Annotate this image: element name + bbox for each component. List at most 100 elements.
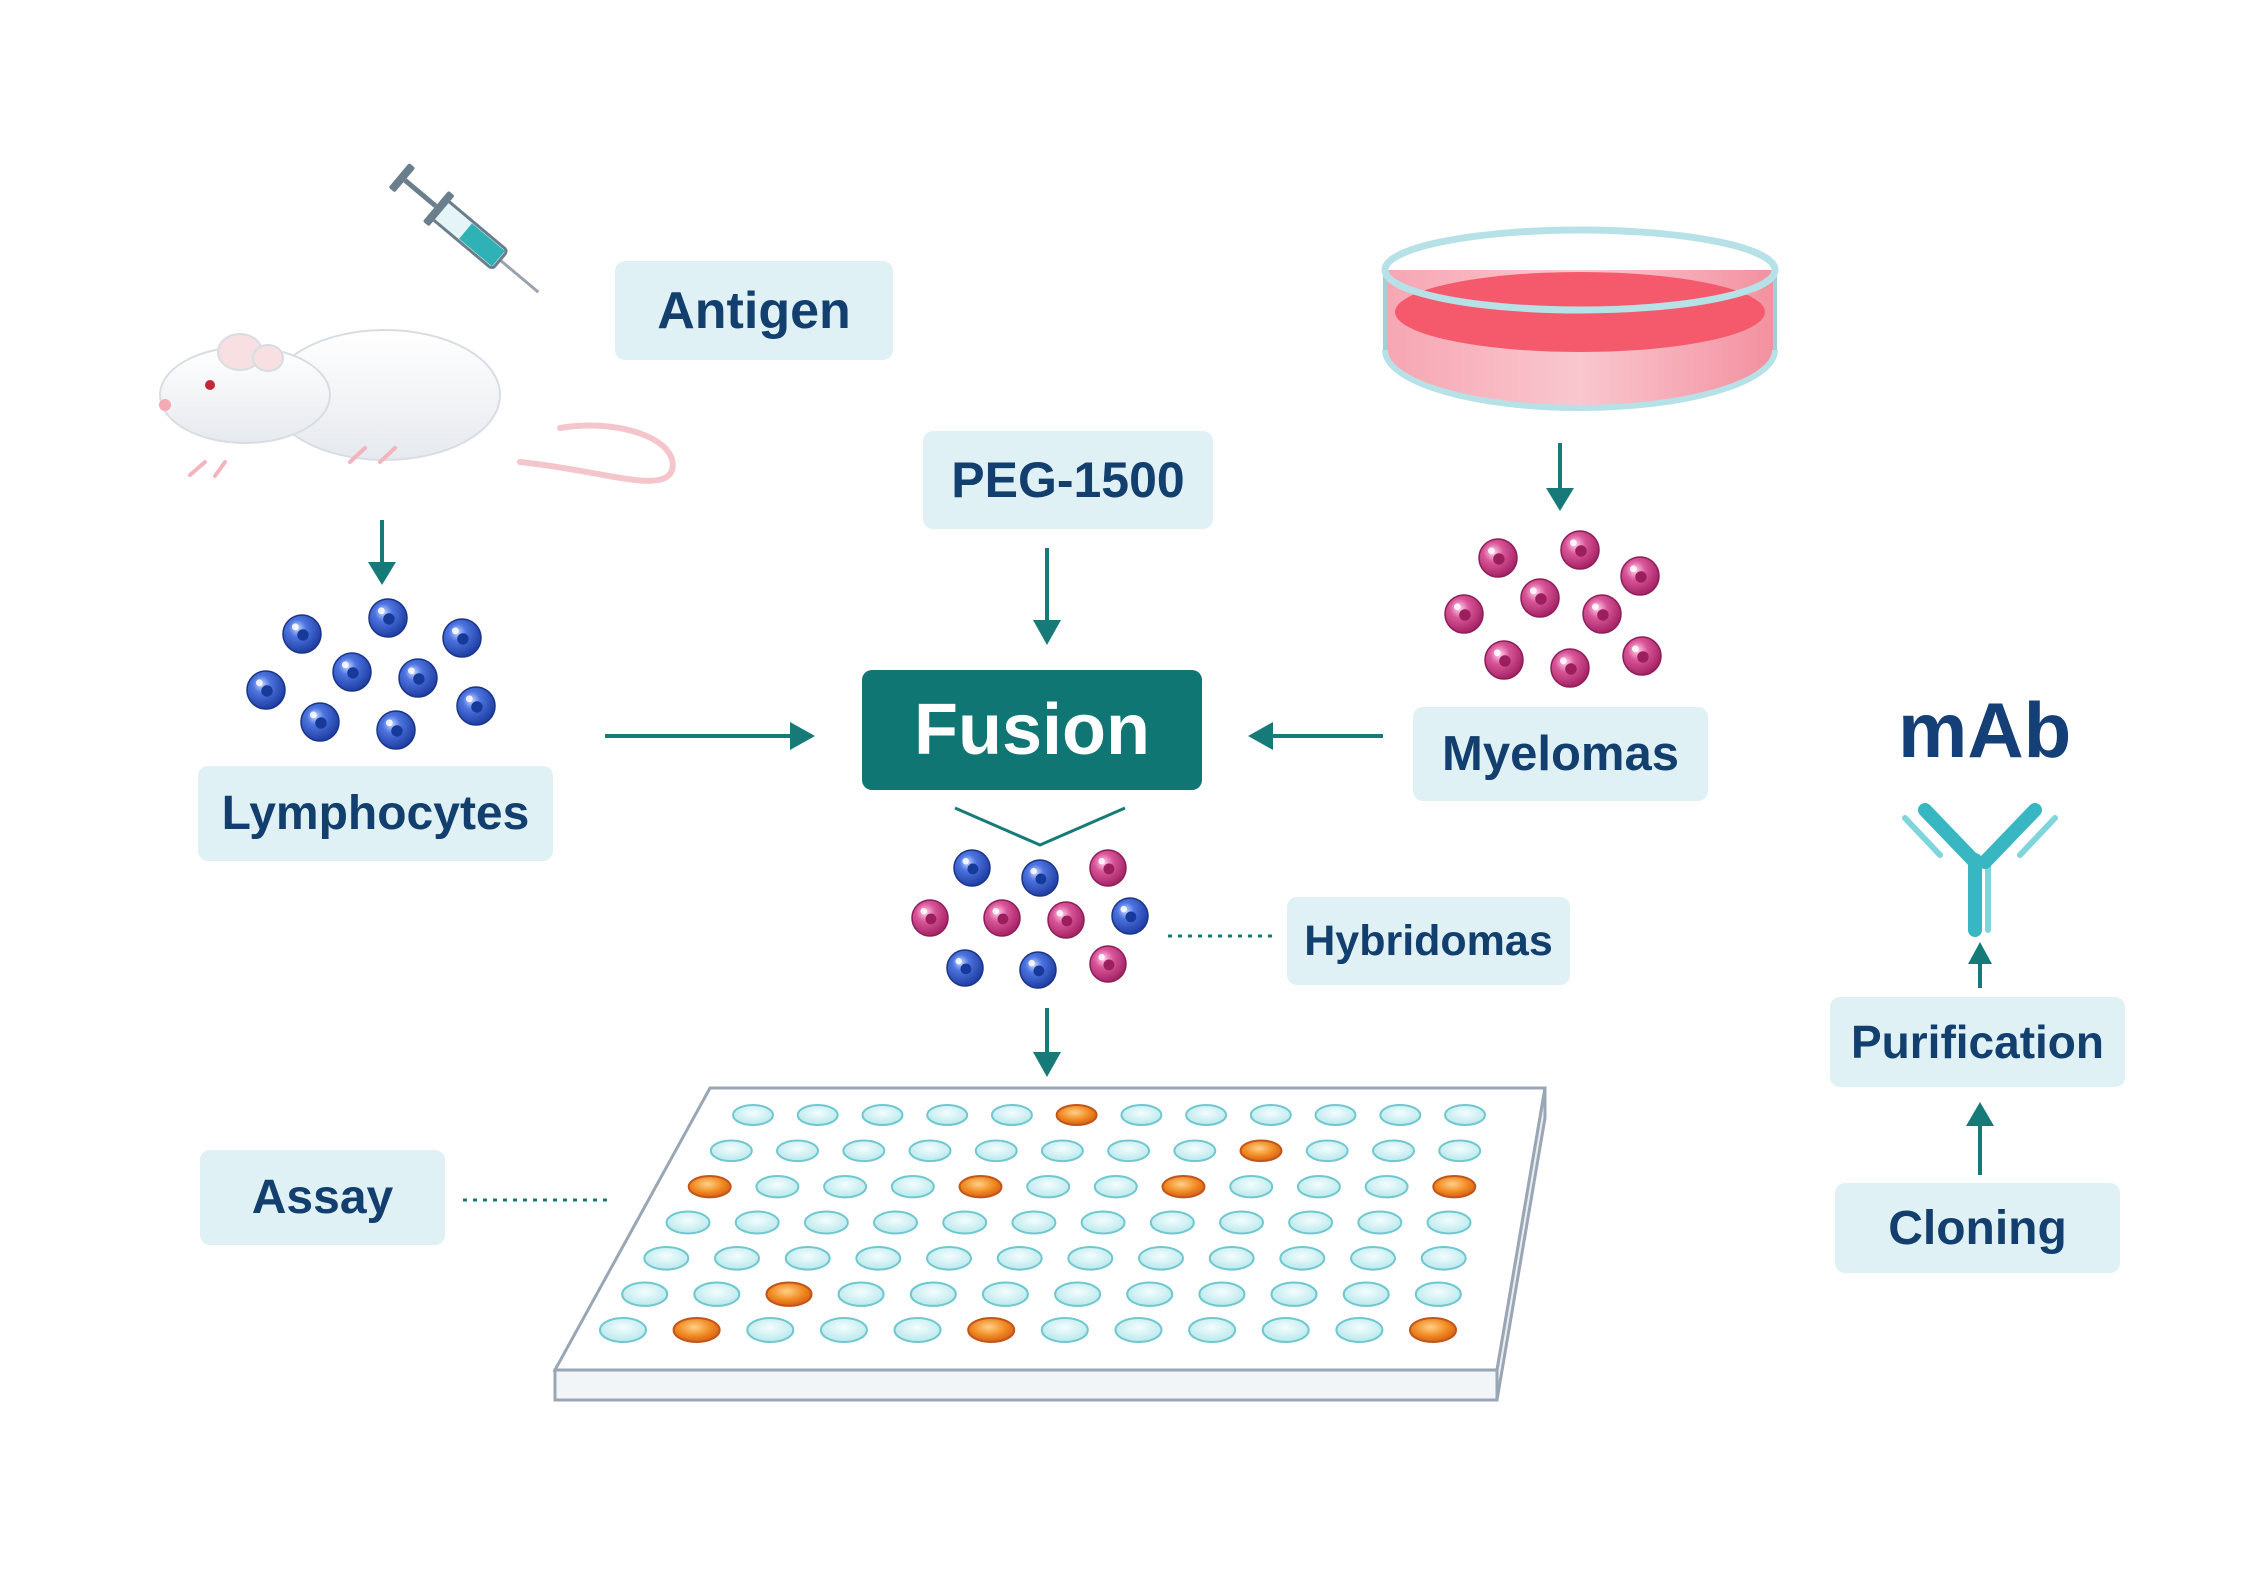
positive-well — [765, 1281, 813, 1307]
empty-well — [1342, 1281, 1390, 1307]
empty-well — [1040, 1139, 1084, 1163]
arrow-purification-to-mab — [1968, 942, 1992, 988]
myeloma-cell — [1478, 538, 1518, 578]
myeloma-cell — [1560, 530, 1600, 570]
empty-well — [1379, 1104, 1422, 1126]
positive-well — [672, 1317, 721, 1343]
empty-well — [796, 1104, 839, 1126]
lymphocyte-cell — [946, 949, 984, 987]
arrow-lymphocytes-to-fusion — [605, 722, 815, 750]
empty-well — [1080, 1210, 1126, 1235]
mouse-icon — [159, 329, 676, 484]
empty-well — [1120, 1104, 1163, 1126]
empty-well — [709, 1139, 753, 1163]
lymphocyte-cell — [300, 702, 340, 742]
empty-well — [1364, 1175, 1409, 1199]
empty-well — [1026, 1175, 1071, 1199]
empty-well — [1414, 1281, 1462, 1307]
positive-well — [1432, 1175, 1477, 1199]
empty-well — [599, 1317, 647, 1343]
empty-well — [1270, 1281, 1318, 1307]
lymphocyte-cell — [368, 598, 408, 638]
lymphocyte-cell — [953, 849, 991, 887]
empty-well — [1288, 1210, 1334, 1235]
cloning-label: Cloning — [1835, 1183, 2120, 1273]
empty-well — [643, 1246, 690, 1271]
lymphocyte-cell — [282, 614, 322, 654]
lymphocyte-cell — [442, 618, 482, 658]
lymphocyte-cell — [246, 670, 286, 710]
empty-well — [861, 1104, 904, 1126]
purification-label: Purification — [1830, 997, 2125, 1087]
empty-well — [1173, 1139, 1217, 1163]
empty-well — [1335, 1317, 1384, 1343]
positive-well — [958, 1175, 1003, 1199]
empty-well — [893, 1317, 942, 1343]
empty-well — [1296, 1175, 1341, 1199]
arrows — [368, 443, 1994, 1202]
empty-well — [746, 1317, 795, 1343]
myeloma-cell — [1620, 556, 1660, 596]
arrow-mouse-to-lymphocytes — [368, 520, 396, 585]
lymphocyte-cell — [1021, 859, 1059, 897]
lymphocyte-cell — [332, 652, 372, 692]
empty-well — [1149, 1210, 1195, 1235]
assay-label: Assay — [200, 1150, 445, 1245]
empty-well — [873, 1210, 918, 1235]
empty-well — [1011, 1210, 1057, 1235]
myeloma-cell — [1622, 636, 1662, 676]
empty-well — [1185, 1104, 1228, 1126]
arrow-cloning-to-purification — [1966, 1102, 1994, 1175]
empty-well — [734, 1210, 780, 1235]
fusion-output-bracket — [954, 806, 1126, 847]
empty-well — [1279, 1246, 1326, 1271]
myelomas-label: Myelomas — [1413, 707, 1708, 801]
petri-dish-icon — [1381, 226, 1779, 411]
empty-well — [1067, 1246, 1114, 1271]
empty-well — [1198, 1281, 1246, 1307]
empty-well — [1261, 1317, 1310, 1343]
empty-well — [1188, 1317, 1237, 1343]
lymphocyte-cell — [376, 710, 416, 750]
positive-well — [1055, 1104, 1098, 1126]
antigen-label: Antigen — [615, 261, 893, 360]
empty-well — [819, 1317, 868, 1343]
myeloma-cell — [1047, 901, 1085, 939]
syringe-icon — [389, 163, 540, 294]
empty-well — [1114, 1317, 1163, 1343]
empty-well — [1426, 1210, 1472, 1235]
myeloma-cluster — [1444, 530, 1662, 688]
myeloma-cell — [911, 899, 949, 937]
lymphocyte-cell — [456, 686, 496, 726]
empty-well — [1420, 1246, 1467, 1271]
myeloma-cell — [1582, 594, 1622, 634]
hybridoma-cluster — [911, 849, 1149, 989]
myeloma-cell — [1089, 945, 1127, 983]
lymphocytes-label: Lymphocytes — [198, 766, 553, 861]
empty-well — [1126, 1281, 1174, 1307]
empty-well — [823, 1175, 868, 1199]
lymphocyte-cluster — [246, 598, 496, 750]
empty-well — [776, 1139, 819, 1163]
positive-well — [1239, 1139, 1283, 1163]
empty-well — [1350, 1246, 1396, 1271]
empty-well — [974, 1139, 1018, 1163]
lymphocyte-cell — [1019, 951, 1057, 989]
positive-well — [1161, 1175, 1206, 1199]
empty-well — [1357, 1210, 1403, 1235]
well-plate-icon — [552, 1086, 1547, 1402]
fusion-box: Fusion — [862, 670, 1202, 790]
empty-well — [665, 1210, 711, 1235]
empty-well — [855, 1246, 902, 1271]
empty-well — [1054, 1281, 1102, 1307]
empty-well — [1138, 1246, 1184, 1271]
positive-well — [1409, 1317, 1457, 1343]
empty-well — [990, 1104, 1033, 1126]
lymphocyte-cell — [1111, 897, 1149, 935]
empty-well — [1249, 1104, 1292, 1126]
empty-well — [890, 1175, 935, 1199]
myeloma-cell — [1089, 849, 1127, 887]
empty-well — [1229, 1175, 1274, 1199]
